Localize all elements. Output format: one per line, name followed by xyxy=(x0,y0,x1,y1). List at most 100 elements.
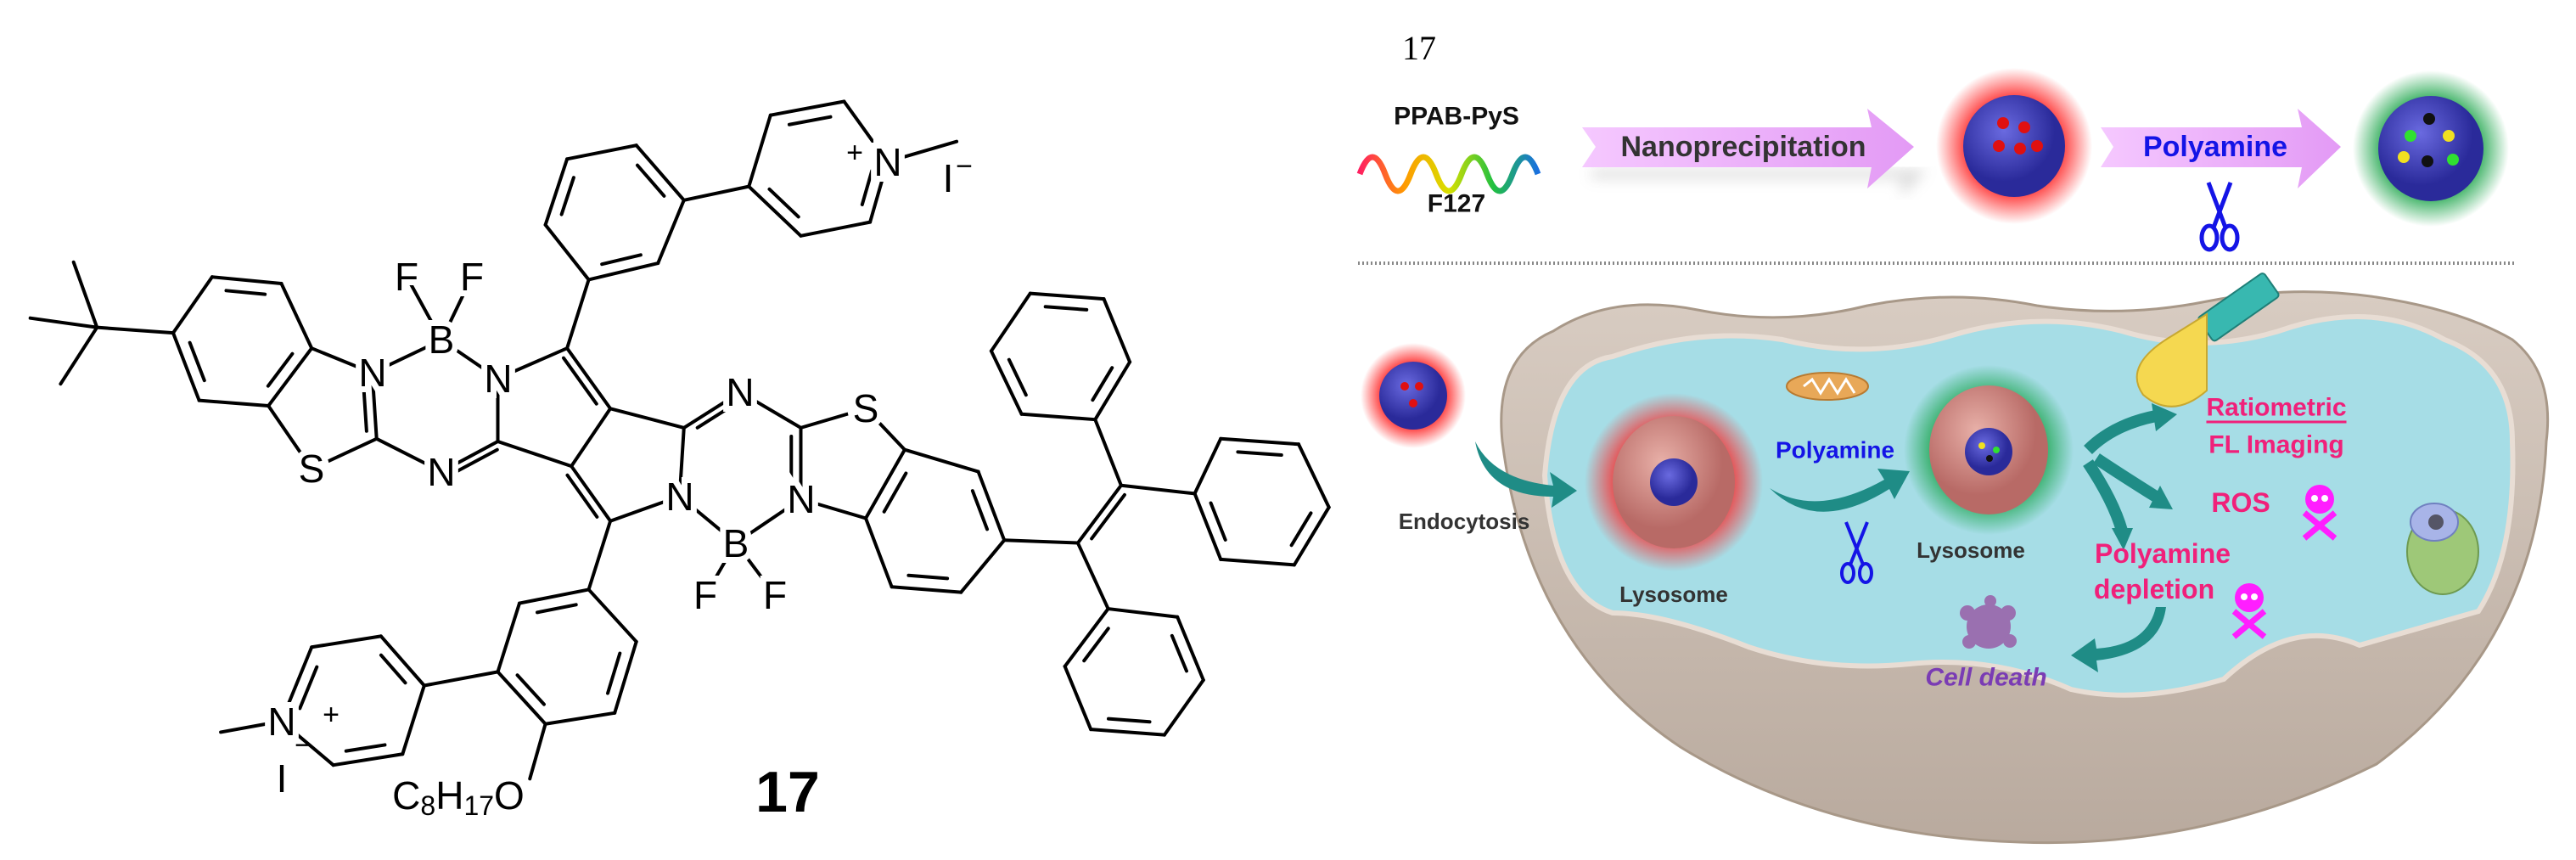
bond xyxy=(736,499,801,543)
ring-bond xyxy=(1091,729,1165,734)
ring-double-bond xyxy=(226,290,265,294)
ring-double-bond xyxy=(346,745,385,750)
atom-label-n: N xyxy=(873,140,901,184)
polyamine-arrow: Polyamine xyxy=(2101,109,2341,188)
bond xyxy=(866,408,905,449)
ring-double-bond xyxy=(789,117,831,125)
ring-bond xyxy=(311,636,381,647)
polyamine-cleavage-arrow xyxy=(1770,469,1910,512)
ring-bond xyxy=(749,115,771,187)
cell-death-label: Cell death xyxy=(1925,664,2046,692)
ring-bond xyxy=(1294,508,1329,565)
atom-label-b: B xyxy=(723,521,749,565)
atom-label-n: N xyxy=(358,351,386,395)
double-bond xyxy=(567,475,597,517)
ring-bond xyxy=(866,450,905,519)
ring-double-bond xyxy=(637,166,664,196)
lysosome-label-1: Lysosome xyxy=(1619,582,1728,607)
nanoparticle-preparation-scheme: 17 PPAB-PyS F127 Nanoprecipitation Polya… xyxy=(1356,29,2514,265)
ring-double-bond xyxy=(268,354,293,386)
atom-label-n: N xyxy=(726,370,754,414)
skull-crossbones-icon xyxy=(2231,583,2267,639)
double-bond xyxy=(564,358,597,404)
ring-bond xyxy=(1195,439,1221,494)
flashlight-icon xyxy=(2135,273,2280,408)
ring-bond xyxy=(961,540,1004,592)
bond xyxy=(31,318,98,328)
endocytosis-arrow xyxy=(1475,441,1577,508)
atom-label-f: F xyxy=(395,255,418,299)
double-bond xyxy=(363,381,367,431)
atom-label-i: I xyxy=(943,156,954,200)
bond xyxy=(705,543,736,595)
ring-bond xyxy=(1104,299,1131,362)
ring-bond xyxy=(546,713,615,724)
ring-bond xyxy=(282,284,312,348)
ring-bond xyxy=(866,518,892,587)
branch-arrows xyxy=(2083,410,2159,533)
ring-bond xyxy=(749,187,800,236)
atom-label-i: I xyxy=(277,756,288,801)
ring-bond xyxy=(637,145,684,200)
ring-bond xyxy=(1095,362,1130,419)
bond xyxy=(311,348,372,373)
step-polyamine-label: Polyamine xyxy=(2143,131,2287,163)
octyloxy-substituent: C8H17O xyxy=(392,773,525,821)
mitochondrion-icon xyxy=(1786,372,1869,401)
step-nanoprecipitation-label: Nanoprecipitation xyxy=(1620,131,1866,163)
ring-bond xyxy=(1065,609,1108,666)
atom-label-f: F xyxy=(763,573,787,617)
arrowheads xyxy=(2112,403,2177,550)
nucleus-er-icon xyxy=(2406,503,2479,595)
compound-number: 17 xyxy=(755,760,820,824)
lysosome-label-2: Lysosome xyxy=(1917,537,2025,563)
f127-polymer-wave-icon xyxy=(1356,154,1541,194)
atom-label-n: N xyxy=(665,475,693,519)
nanoparticle-green-icon xyxy=(2353,70,2509,227)
bond xyxy=(1004,540,1078,542)
bond xyxy=(407,277,441,340)
atom-label-s: S xyxy=(853,386,879,430)
ring-double-bond xyxy=(1211,503,1226,540)
double-bond xyxy=(567,348,610,408)
ring-bond xyxy=(498,604,520,672)
nanoparticle-red-icon xyxy=(1936,68,2092,224)
skull-crossbones-icon xyxy=(2302,485,2337,541)
ring-bond xyxy=(1299,444,1329,507)
endocytosis-label: Endocytosis xyxy=(1399,509,1530,534)
anion-charge-top: − xyxy=(956,150,973,183)
atom-label-n: N xyxy=(484,357,512,401)
bond xyxy=(680,428,684,497)
ring-bond xyxy=(546,225,589,280)
atom-label-n: N xyxy=(267,700,295,744)
ring-double-bond xyxy=(1046,306,1087,310)
ring-bond xyxy=(801,222,871,236)
ring-bond xyxy=(870,162,887,222)
ring-bond xyxy=(892,587,962,592)
bond xyxy=(567,279,589,348)
bond xyxy=(60,328,97,385)
ring-double-bond xyxy=(862,171,872,205)
atom-label-n: N xyxy=(427,450,455,494)
bond xyxy=(571,408,610,466)
bond xyxy=(740,392,800,428)
bond xyxy=(736,543,775,595)
cell-death-arrow xyxy=(2071,607,2166,672)
bond xyxy=(589,521,611,590)
ring-bond xyxy=(546,159,568,225)
bond xyxy=(610,497,680,521)
bond xyxy=(74,262,98,328)
ring-bond xyxy=(1108,609,1178,617)
bond xyxy=(221,721,281,732)
bond xyxy=(680,497,736,543)
ring-double-bond xyxy=(1009,360,1026,396)
ring-bond xyxy=(979,472,1005,541)
bond xyxy=(1078,543,1108,610)
ring-bond xyxy=(498,672,546,723)
ring-bond xyxy=(212,277,282,284)
polyamine-cell-label: Polyamine xyxy=(1776,437,1894,464)
bond xyxy=(373,340,442,374)
ring-double-bond xyxy=(1108,719,1150,722)
bond xyxy=(377,439,442,472)
